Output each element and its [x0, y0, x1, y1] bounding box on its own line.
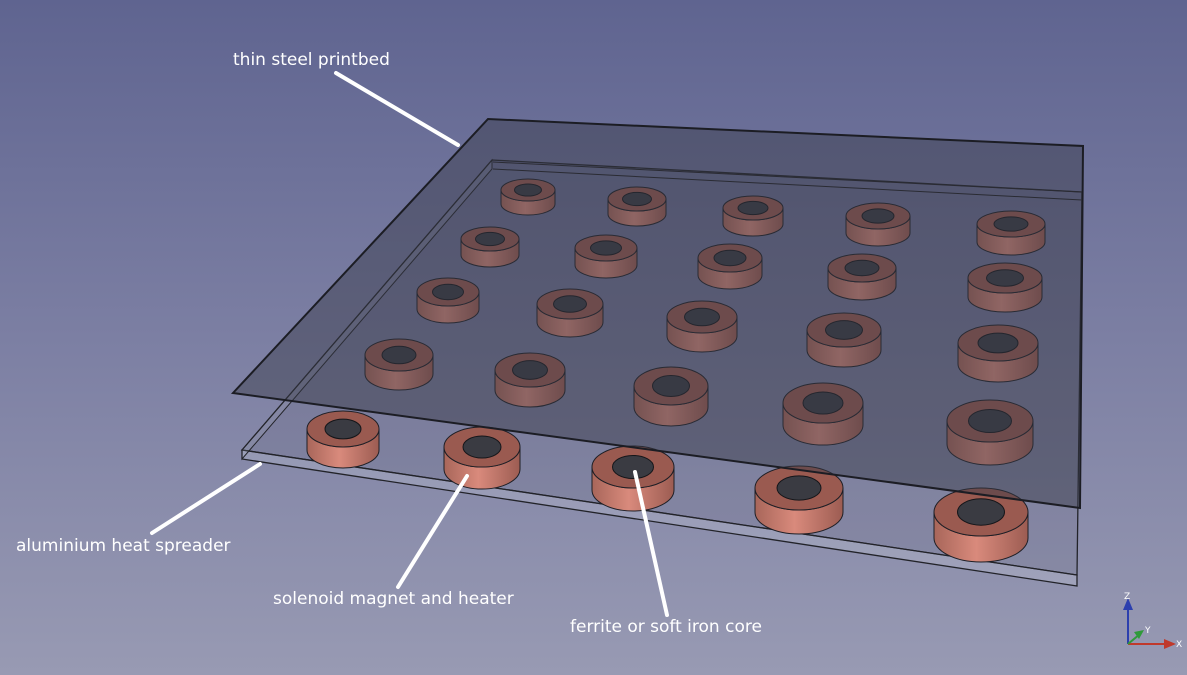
ferrite-core: [777, 476, 821, 500]
axis-triad: X Y Z: [1123, 592, 1182, 650]
solenoid-coil: [444, 427, 520, 489]
solenoid-coil: [307, 411, 379, 468]
axis-z-label: Z: [1124, 592, 1130, 602]
leader-spreader: [152, 464, 260, 533]
axis-x-arrow-icon: [1164, 639, 1176, 649]
ferrite-core: [325, 419, 361, 439]
axis-y-label: Y: [1144, 626, 1151, 636]
label-solenoid-magnet-and-heater: solenoid magnet and heater: [273, 589, 514, 609]
solenoid-coil: [592, 446, 674, 511]
solenoid-coil: [755, 466, 843, 534]
leader-printbed: [336, 73, 458, 145]
axis-x-label: X: [1176, 640, 1182, 650]
ferrite-core: [463, 436, 501, 458]
ferrite-core: [958, 499, 1005, 525]
leader-solenoid: [398, 476, 467, 587]
label-ferrite-core: ferrite or soft iron core: [570, 617, 762, 637]
label-aluminium-heat-spreader: aluminium heat spreader: [16, 536, 231, 556]
ferrite-core: [613, 455, 654, 478]
label-thin-steel-printbed: thin steel printbed: [233, 50, 390, 70]
